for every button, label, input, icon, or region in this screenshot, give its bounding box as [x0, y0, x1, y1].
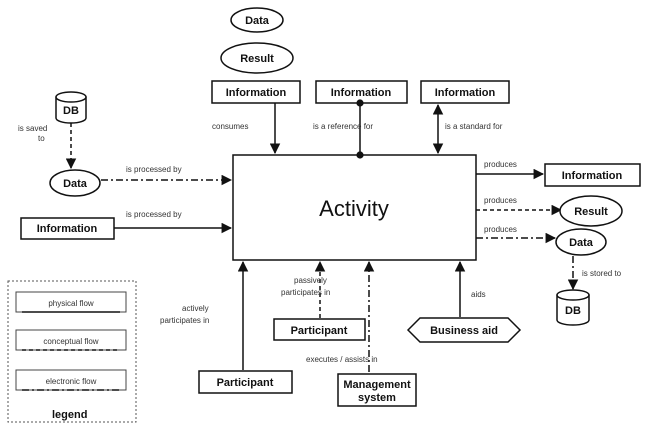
data-node-top: Data: [230, 7, 284, 33]
label-is-saved-l1: is saved: [18, 124, 47, 133]
information-node-left: Information: [20, 217, 115, 240]
information-node-top-1: Information: [211, 80, 301, 104]
result-top-label: Result: [240, 53, 274, 65]
legend-item-physical: physical flow: [48, 299, 94, 308]
data-node-right: Data: [555, 228, 607, 256]
info-top3-label: Information: [435, 87, 496, 99]
result-node-right: Result: [559, 195, 623, 227]
label-processed-by-1: is processed by: [126, 165, 182, 174]
db-node-left: DB: [55, 91, 87, 124]
db-node-right: DB: [556, 289, 590, 326]
participant-bottom-label: Participant: [217, 377, 274, 389]
label-is-saved-l2: to: [38, 134, 45, 143]
label-is-stored-to: is stored to: [582, 269, 622, 278]
info-right-label: Information: [562, 170, 623, 182]
activity-label: Activity: [319, 196, 389, 221]
label-is-reference-for: is a reference for: [313, 122, 373, 131]
information-node-top-2: Information: [315, 80, 408, 104]
info-top1-label: Information: [226, 87, 287, 99]
data-node-left: Data: [49, 169, 101, 197]
information-node-right: Information: [544, 163, 641, 187]
activity-node: Activity: [232, 154, 477, 261]
business-aid-label: Business aid: [430, 325, 498, 337]
participant-node-mid: Participant: [273, 318, 366, 341]
data-top-label: Data: [245, 15, 270, 27]
label-produces-2: produces: [484, 196, 517, 205]
info-left-label: Information: [37, 223, 98, 235]
participant-node-bottom: Participant: [198, 370, 293, 394]
legend-title: legend: [52, 409, 87, 421]
label-processed-by-2: is processed by: [126, 210, 182, 219]
label-passively-l2: participates in: [281, 288, 330, 297]
label-is-standard-for: is a standard for: [445, 122, 503, 131]
data-left-label: Data: [63, 178, 88, 190]
legend-item-electronic: electronic flow: [46, 377, 97, 386]
management-label-l1: Management: [343, 379, 411, 391]
management-system-node: Management system: [337, 373, 417, 407]
db-left-label: DB: [63, 105, 79, 117]
participant-mid-label: Participant: [291, 325, 348, 337]
management-label-l2: system: [358, 392, 396, 404]
business-aid-node: Business aid: [406, 317, 522, 343]
db-right-label: DB: [565, 305, 581, 317]
label-passively-l1: passively: [294, 276, 327, 285]
label-consumes: consumes: [212, 122, 248, 131]
data-right-label: Data: [569, 237, 594, 249]
information-node-top-3: Information: [420, 80, 510, 104]
legend: physical flow conceptual flow electronic…: [7, 280, 137, 423]
label-actively-l1: actively: [182, 304, 209, 313]
label-produces-3: produces: [484, 225, 517, 234]
label-produces-1: produces: [484, 160, 517, 169]
result-right-label: Result: [574, 206, 608, 218]
legend-item-conceptual: conceptual flow: [43, 337, 98, 346]
label-actively-l2: participates in: [160, 316, 209, 325]
info-top2-label: Information: [331, 87, 392, 99]
label-aids: aids: [471, 290, 486, 299]
result-node-top: Result: [220, 42, 294, 74]
label-executes-assists: executes / assists in: [306, 355, 378, 364]
